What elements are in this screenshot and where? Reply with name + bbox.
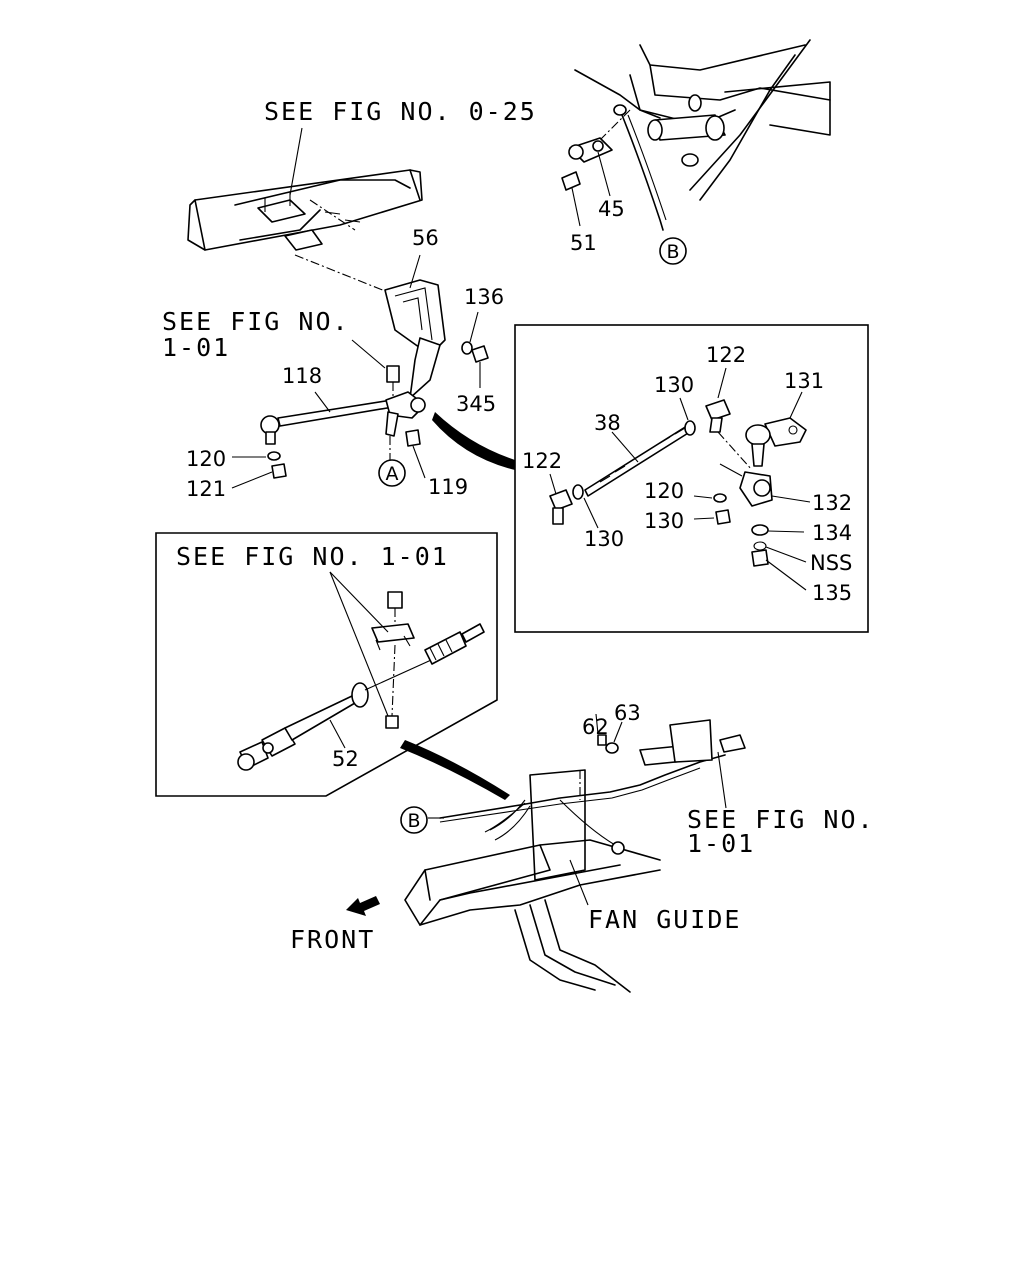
callout-45: 45: [598, 197, 625, 221]
callout-nss: NSS: [810, 551, 852, 575]
label-fan-guide: FAN GUIDE: [588, 905, 741, 934]
ref-leader-0-25: [289, 127, 303, 196]
fan-guide-panel: [529, 769, 589, 906]
part-119-bolt: [405, 429, 426, 479]
part-131-lever: [745, 391, 807, 467]
part-120-washer: [232, 451, 281, 461]
label-front: FRONT: [290, 925, 375, 954]
callout-120: 120: [186, 447, 226, 471]
part-51-bolt: [561, 171, 581, 227]
callout-56: 56: [412, 226, 439, 250]
part-120-washer-detail: [693, 493, 727, 503]
frame-crossmember: [187, 169, 423, 296]
front-arrow-icon: [346, 896, 380, 916]
callout-130-left: 130: [584, 527, 624, 551]
callout-130-top: 130: [654, 373, 694, 397]
callout-134: 134: [812, 521, 852, 545]
ref-fig-1-01-a-line1: SEE FIG NO.: [162, 307, 350, 336]
ref-fig-1-01-c-line2: 1-01: [687, 829, 755, 858]
callout-119: 119: [428, 475, 468, 499]
ref-fig-1-01-a-line2: 1-01: [162, 333, 230, 362]
callout-132: 132: [812, 491, 852, 515]
marker-a-letter: A: [386, 463, 399, 485]
callout-120-detail: 120: [644, 479, 684, 503]
part-135-nut: [751, 549, 807, 591]
part-122-ball-joint-right: [705, 367, 753, 471]
detail-box-linkage: [514, 324, 869, 633]
part-nss-clip: [753, 541, 807, 563]
lower-frame: [404, 839, 661, 993]
callout-38: 38: [594, 411, 621, 435]
callout-135: 135: [812, 581, 852, 605]
wiring-harness: [439, 713, 746, 855]
ref-fig-1-01-b: SEE FIG NO. 1-01: [176, 542, 449, 571]
part-52-cable: [237, 623, 485, 771]
marker-b-top: [659, 237, 687, 265]
part-118-rod: [260, 391, 394, 445]
part-122-ball-joint-left: [549, 473, 573, 525]
callout-136: 136: [464, 285, 504, 309]
callout-118: 118: [282, 364, 322, 388]
detail-pointer-2: [400, 740, 510, 800]
callout-345: 345: [456, 392, 496, 416]
callout-63: 63: [614, 701, 641, 725]
part-345-nut: [471, 345, 489, 388]
bracket-bolt-detail: [329, 571, 415, 729]
part-134-washer: [751, 524, 805, 536]
ref-fig-0-25: SEE FIG NO. 0-25: [264, 97, 537, 126]
part-132-lever: [719, 463, 811, 507]
callout-122-left: 122: [522, 449, 562, 473]
detail-box-cable: [155, 532, 498, 797]
part-121-nut: [231, 463, 287, 489]
part-136-washer: [461, 311, 479, 355]
marker-b-top-letter: B: [666, 241, 679, 263]
detail-pointer-1: [432, 412, 515, 470]
lever-assembly: [385, 391, 426, 460]
engine-bracket-detail: [574, 39, 831, 231]
marker-b-bottom-letter: B: [407, 810, 420, 832]
callout-130-detail: 130: [644, 509, 684, 533]
ref-fig-1-01-c-line1: SEE FIG NO.: [687, 805, 875, 834]
part-130-nut-left: [572, 484, 599, 529]
callout-121: 121: [186, 477, 226, 501]
marker-a: [378, 459, 406, 487]
part-130-nut-detail: [693, 509, 731, 525]
bolt-upper: [351, 339, 400, 400]
callout-122-right: 122: [706, 343, 746, 367]
part-56-bracket: [384, 254, 446, 399]
callout-52: 52: [332, 747, 359, 771]
callout-51: 51: [570, 231, 597, 255]
marker-b-bottom: [400, 806, 428, 834]
part-130-nut-top: [679, 397, 696, 436]
part-45-clip: [568, 137, 613, 197]
callout-131: 131: [784, 369, 824, 393]
callout-62: 62: [582, 715, 609, 739]
